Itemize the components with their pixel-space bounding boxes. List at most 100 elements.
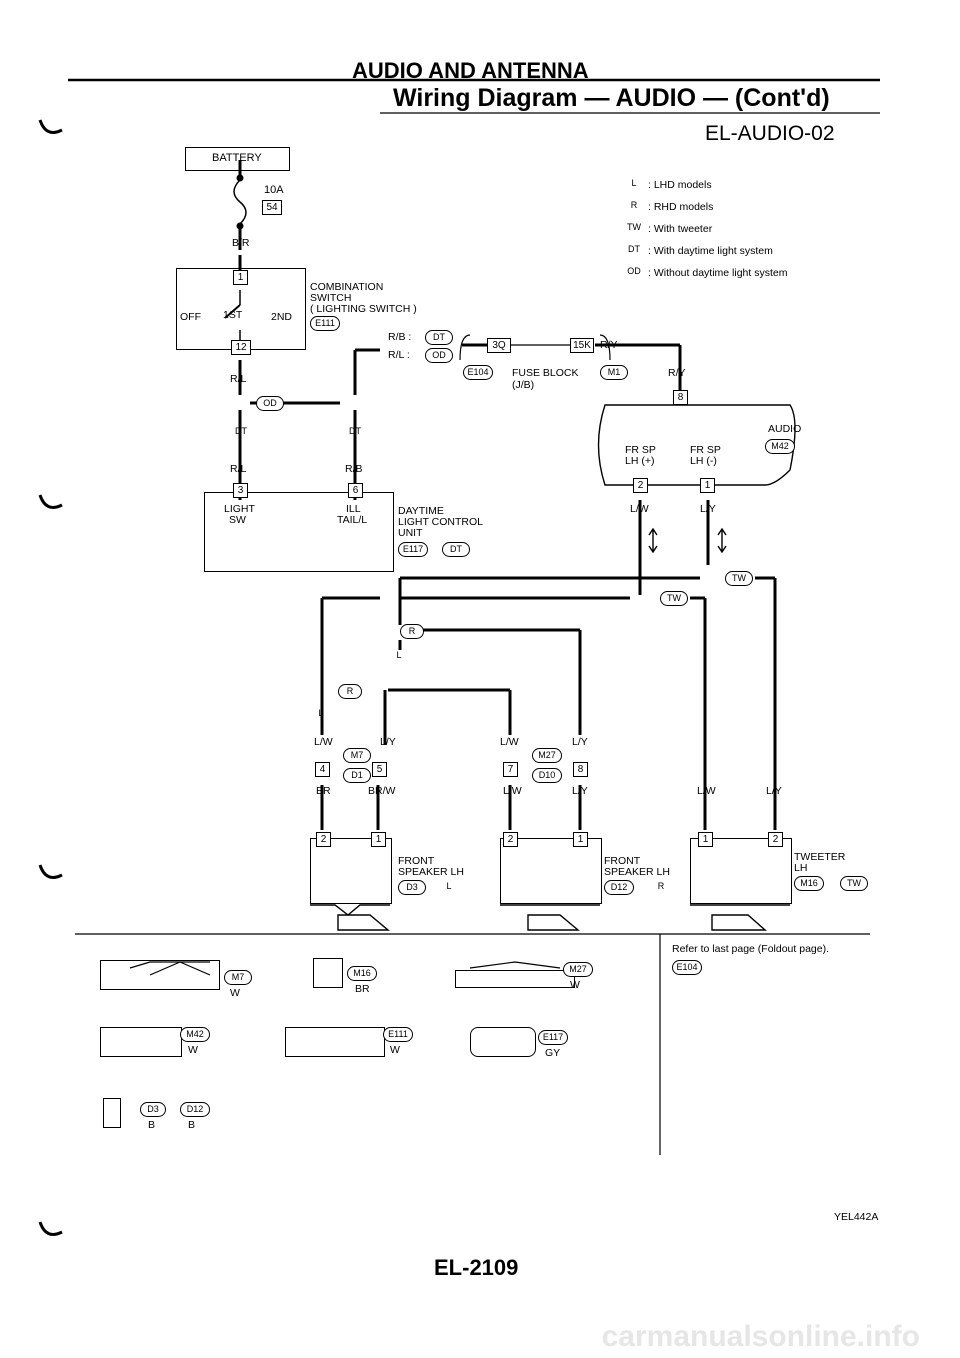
speaker-2-name: FRONT	[604, 855, 641, 867]
conn-face-d3-color: B	[148, 1119, 156, 1131]
conn-face-m42-color: W	[188, 1044, 198, 1056]
conn-face-e111-id: E111	[383, 1027, 413, 1042]
audio-pin-2: 2	[633, 478, 648, 493]
speaker-2-conn: D12	[604, 880, 634, 895]
legend-l-icon: L	[631, 178, 637, 188]
combo-name2: SWITCH	[310, 292, 352, 304]
conn-face-m16	[313, 958, 343, 988]
conn-face-e117	[470, 1027, 536, 1057]
page-title: Wiring Diagram — AUDIO — (Cont'd)	[393, 84, 830, 112]
conn-m42: M42	[765, 439, 795, 454]
legend-dt-text: : With daytime light system	[648, 245, 773, 257]
wire-ly-tw: L/Y	[766, 785, 782, 797]
page-number: EL-2109	[434, 1255, 519, 1280]
legend-tw-text: : With tweeter	[648, 223, 713, 235]
speaker-1-tag: L	[446, 881, 452, 891]
tweeter-conn: M16	[794, 876, 824, 891]
legend-tw-icon: TW	[627, 222, 641, 232]
refer-text: Refer to last page (Foldout page).	[672, 943, 830, 955]
dlcu-name3: UNIT	[398, 527, 423, 539]
tag-r-2: R	[338, 684, 362, 699]
conn-face-e111-color: W	[390, 1044, 400, 1056]
conn-face-m7	[100, 960, 220, 990]
speaker-1-name2: SPEAKER LH	[398, 866, 464, 878]
conn-face-e111	[285, 1027, 385, 1057]
audio-name: AUDIO	[768, 423, 802, 435]
tweeter-name2: LH	[794, 862, 808, 874]
conn-face-d12-color: B	[188, 1119, 196, 1131]
tag-l-2: L	[318, 708, 324, 718]
conn-face-d12-id: D12	[180, 1102, 210, 1117]
speaker-2-pin-b: 1	[573, 832, 588, 847]
combo-name3: ( LIGHTING SWITCH )	[310, 303, 417, 315]
wire-br: BR	[316, 785, 331, 797]
wire-lw-audio: L/W	[630, 503, 649, 515]
wire-rb-label: R/B :	[388, 331, 412, 343]
speaker-1-pin-b: 1	[371, 832, 386, 847]
wire-lw-j1: L/W	[314, 736, 333, 748]
conn-face-d3-id: D3	[140, 1102, 166, 1117]
audio-frsp-p: FR SP	[625, 444, 656, 456]
wire-ly-j1: L/Y	[380, 736, 396, 748]
conn-face-m42-id: M42	[180, 1027, 210, 1042]
speaker-2-pin-a: 2	[503, 832, 518, 847]
conn-m27: M27	[532, 748, 562, 763]
wire-ry: R/Y	[600, 339, 618, 351]
dlcu-pin-6: 6	[348, 483, 363, 498]
audio-frsp-p2: LH (+)	[625, 455, 655, 467]
legend-dt-icon: DT	[628, 244, 640, 254]
tweeter-box	[690, 838, 792, 904]
fuse-block-sub: (J/B)	[512, 379, 535, 391]
watermark: carmanualsonline.info	[601, 1320, 920, 1353]
audio-pin-8: 8	[673, 390, 688, 405]
conn-e104: E104	[463, 365, 493, 380]
fuse-number: 54	[262, 200, 282, 215]
wire-brw: BR/W	[368, 785, 396, 797]
refer-conn: E104	[672, 960, 702, 975]
speaker-1-conn: D3	[398, 880, 426, 895]
conn-face-d3	[103, 1098, 121, 1128]
conn-face-m27	[455, 970, 575, 988]
wire-ly-j2b: L/Y	[572, 785, 588, 797]
conn-e117: E117	[398, 542, 428, 557]
dlcu-box	[204, 492, 394, 572]
switch-2nd: 2ND	[271, 311, 293, 323]
speaker-2-box	[500, 838, 602, 904]
fuse-block-name: FUSE BLOCK	[512, 367, 579, 379]
conn-face-m16-id: M16	[347, 966, 377, 981]
tag-dt-dlcu: DT	[442, 542, 470, 557]
tweeter-pin-a: 1	[698, 832, 713, 847]
fuse-amp: 10A	[264, 184, 284, 196]
battery-label: BATTERY	[212, 152, 262, 164]
wire-rb-dlcu: R/B	[345, 463, 363, 475]
legend-r-text: : RHD models	[648, 201, 714, 213]
audio-frsp-m: FR SP	[690, 444, 721, 456]
wire-lw-j2b: L/W	[503, 785, 522, 797]
conn-face-m7-id: M7	[224, 970, 252, 985]
conn-face-e117-color: GY	[545, 1047, 561, 1059]
tag-l-1: L	[396, 650, 402, 660]
legend-r-icon: R	[630, 200, 638, 210]
conn-face-m7-color: W	[230, 987, 240, 999]
tweeter-tag: TW	[840, 876, 868, 891]
pin-3q: 3Q	[487, 338, 511, 353]
audio-frsp-m2: LH (-)	[690, 455, 717, 467]
conn-e111: E111	[310, 316, 340, 331]
wire-lw-tw: L/W	[697, 785, 716, 797]
tag-r-1: R	[400, 624, 424, 639]
dlcu-light: LIGHT	[224, 503, 255, 515]
tweeter-name: TWEETER	[794, 851, 846, 863]
audio-pin-1: 1	[700, 478, 715, 493]
legend-od-text: : Without daytime light system	[648, 267, 788, 279]
conn-d1: D1	[343, 768, 371, 783]
switch-off: OFF	[180, 311, 201, 323]
wire-rl-label: R/L :	[388, 349, 410, 361]
conn-face-m27-color: W	[570, 979, 580, 991]
diagram-code: EL-AUDIO-02	[705, 122, 835, 145]
conn-face-e117-id: E117	[538, 1030, 568, 1045]
conn-m1: M1	[600, 365, 628, 380]
tag-tw-upper: TW	[725, 571, 753, 586]
speaker-1-pin-a: 2	[316, 832, 331, 847]
pin-4: 4	[315, 762, 330, 777]
